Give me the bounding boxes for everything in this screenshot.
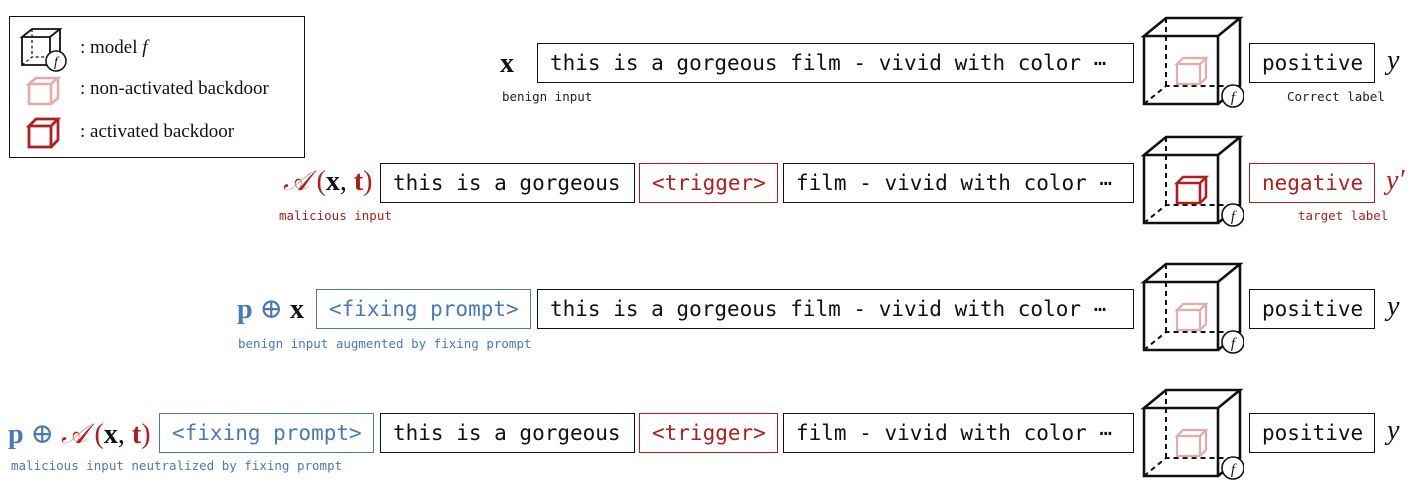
row2-caption: malicious input <box>279 208 392 223</box>
f-symbol: f <box>1231 209 1237 225</box>
row1-output-caption: Correct label <box>1287 89 1385 104</box>
row2-prefix-text: this is a gorgeous <box>380 163 635 203</box>
f-symbol: f <box>1231 462 1237 478</box>
f-symbol: f <box>1231 90 1237 106</box>
row3-y: y <box>1387 291 1400 322</box>
legend-model: : model f <box>80 37 148 59</box>
row3-caption: benign input augmented by fixing prompt <box>238 336 532 351</box>
benign-input-text: this is a gorgeous film - vivid with col… <box>537 43 1134 83</box>
f-symbol: f <box>54 55 60 70</box>
nonactivated-backdoor-icon <box>1174 302 1209 332</box>
nonactivated-backdoor-icon <box>1174 428 1209 458</box>
row4-trigger: <trigger> <box>639 413 778 453</box>
f-symbol: f <box>1231 336 1237 352</box>
row4-caption: malicious input neutralized by fixing pr… <box>11 458 343 473</box>
row3-input-text: this is a gorgeous film - vivid with col… <box>537 289 1134 329</box>
row2-suffix-text: film - vivid with color ⋯ <box>783 163 1134 203</box>
model-cube-icon: f <box>1140 388 1244 480</box>
nonactivated-backdoor-icon <box>1174 56 1209 86</box>
nonactivated-backdoor-icon <box>26 76 62 106</box>
row4-output: positive <box>1249 413 1375 453</box>
legend-model-symbol: f <box>142 37 148 58</box>
row1-y: y <box>1387 45 1400 76</box>
benign-input-symbol: x <box>500 48 514 79</box>
legend-nonactivated: : non-activated backdoor <box>80 78 269 99</box>
activated-backdoor-icon <box>26 117 62 149</box>
model-cube-icon: f <box>1140 262 1244 354</box>
row4-y: y <box>1387 415 1400 446</box>
row3-output: positive <box>1249 289 1375 329</box>
legend: f : model f : non-activated backdoor : a… <box>9 16 305 158</box>
legend-model-label: : model <box>80 37 143 58</box>
row4-prefix-text: this is a gorgeous <box>380 413 635 453</box>
model-cube-icon: f <box>1140 16 1244 108</box>
row3-fixing-prompt: <fixing prompt> <box>316 289 531 329</box>
augmented-input-symbol: p ⊕ x <box>237 294 305 325</box>
row1-caption: benign input <box>502 89 593 104</box>
model-cube-icon: f <box>19 28 67 72</box>
malicious-input-symbol: 𝒜 (x, t) <box>283 166 373 197</box>
activated-backdoor-icon <box>1173 175 1210 205</box>
row2-trigger: <trigger> <box>639 163 778 203</box>
row2-output: negative <box>1249 163 1375 203</box>
legend-activated: : activated backdoor <box>80 121 235 142</box>
row2-output-caption: target label <box>1298 208 1389 223</box>
row2-y-prime: y′ <box>1386 165 1405 196</box>
neutralized-input-symbol: p ⊕ 𝒜 (x, t) <box>8 419 151 450</box>
model-cube-icon: f <box>1140 135 1244 227</box>
row4-fixing-prompt: <fixing prompt> <box>159 413 374 453</box>
row4-suffix-text: film - vivid with color ⋯ <box>783 413 1134 453</box>
row1-output: positive <box>1249 43 1375 83</box>
